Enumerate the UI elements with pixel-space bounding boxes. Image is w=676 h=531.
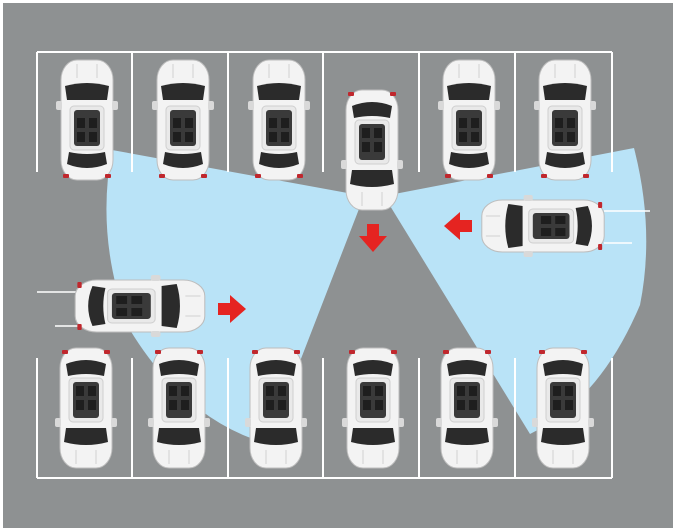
parked-car-icon [55, 348, 117, 468]
parked-car-icon [534, 60, 596, 180]
parked-car-icon [342, 348, 404, 468]
parked-car-icon [56, 60, 118, 180]
parked-car-icon [245, 348, 307, 468]
cross-traffic-car-icon [482, 195, 604, 257]
parked-car-icon [436, 348, 498, 468]
parked-car-icon [532, 348, 594, 468]
parked-car-icon [438, 60, 500, 180]
parked-car-icon [152, 60, 214, 180]
parked-car-icon [148, 348, 210, 468]
reversing-car-icon [341, 90, 403, 210]
parked-car-icon [248, 60, 310, 180]
cross-traffic-car-icon [75, 275, 205, 337]
